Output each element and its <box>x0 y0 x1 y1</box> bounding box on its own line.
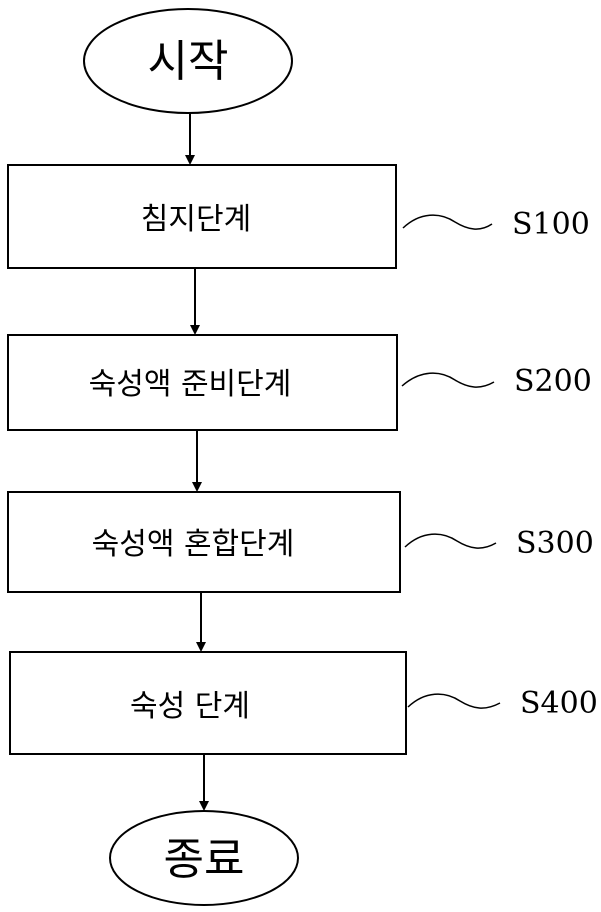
step-label-s400: 숙성 단계 <box>130 689 250 724</box>
step-label-s300: 숙성액 혼합단계 <box>92 527 295 562</box>
step-code-s400: S400 <box>520 686 598 721</box>
step-label-s200: 숙성액 준비단계 <box>89 367 292 402</box>
leader-s200 <box>401 372 495 388</box>
step-label-s100: 침지단계 <box>141 202 251 237</box>
step-box-s200 <box>7 334 398 431</box>
leader-s300 <box>404 533 497 549</box>
step-box-s400 <box>9 651 407 755</box>
step-code-s100: S100 <box>512 207 590 242</box>
step-box-s300 <box>7 491 401 593</box>
step-code-s200: S200 <box>514 364 592 399</box>
start-terminal <box>83 8 293 114</box>
end-label: 종료 <box>164 834 245 885</box>
start-label: 시작 <box>148 36 229 87</box>
step-box-s100 <box>7 164 397 269</box>
end-terminal <box>109 810 299 906</box>
leader-s100 <box>402 214 493 230</box>
leader-s400 <box>407 693 501 709</box>
step-code-s300: S300 <box>516 526 594 561</box>
